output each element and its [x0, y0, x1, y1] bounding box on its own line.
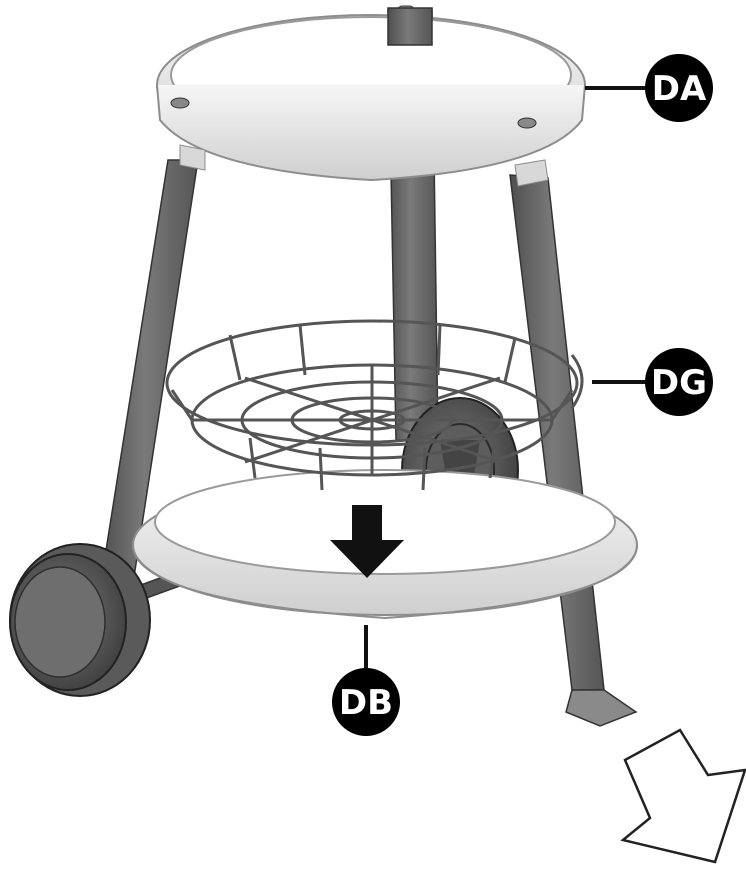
wire-basket — [165, 319, 584, 491]
callout-db-label: DB — [339, 683, 393, 723]
front-wheel — [9, 543, 151, 697]
callout-dg: DG — [592, 348, 713, 416]
callout-db: DB — [332, 625, 400, 736]
front-right-leg — [509, 174, 638, 727]
callout-dg-label: DG — [651, 363, 707, 403]
solid-down-arrow-icon — [330, 505, 404, 578]
callout-da: DA — [585, 54, 713, 122]
outline-diagonal-arrow-icon — [620, 728, 746, 864]
bottom-ring — [132, 469, 638, 620]
top-ring — [156, 7, 586, 187]
callout-da-label: DA — [652, 69, 707, 109]
